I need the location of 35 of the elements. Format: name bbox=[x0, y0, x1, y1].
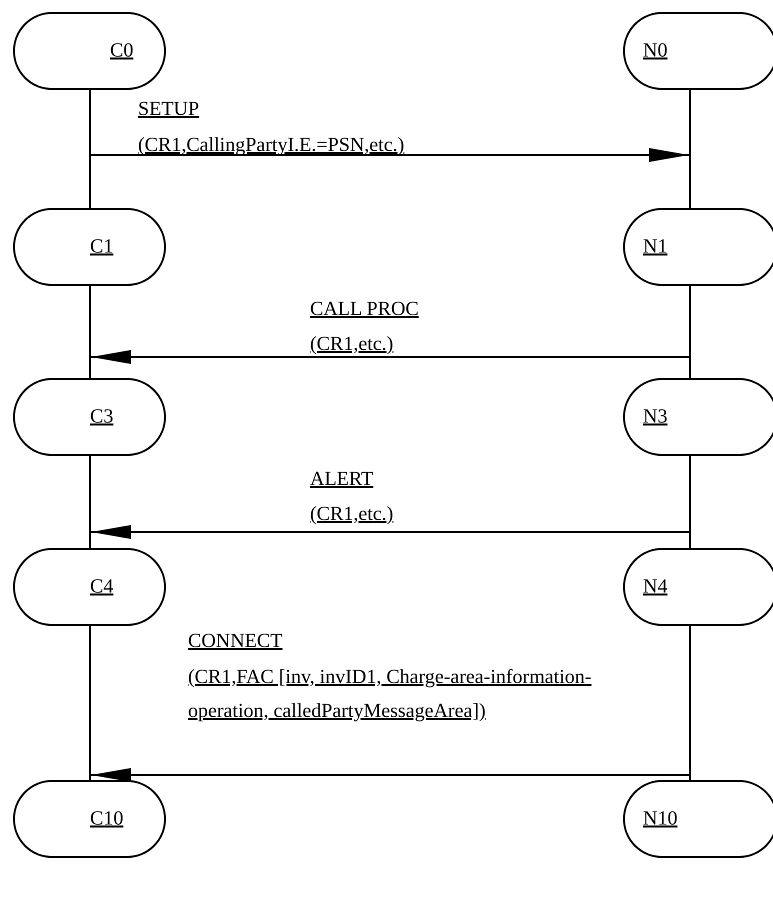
message-arrow bbox=[91, 148, 689, 162]
message-arrow bbox=[91, 768, 689, 782]
message-arrow bbox=[91, 525, 689, 539]
lifeline bbox=[89, 626, 91, 780]
message-label: (CR1,etc.) bbox=[310, 502, 394, 527]
state-box bbox=[623, 12, 773, 90]
state-box bbox=[623, 208, 773, 286]
message-arrow bbox=[91, 350, 689, 364]
lifeline bbox=[689, 456, 691, 548]
message-label: SETUP bbox=[138, 97, 200, 122]
lifeline bbox=[689, 626, 691, 780]
state-label: N0 bbox=[643, 40, 668, 62]
message-label: CALL PROC bbox=[310, 297, 419, 322]
message-label: (CR1,etc.) bbox=[310, 332, 394, 357]
state-label: C4 bbox=[90, 576, 114, 598]
state-box bbox=[623, 378, 773, 456]
state-label: N1 bbox=[643, 236, 668, 258]
lifeline bbox=[89, 286, 91, 378]
state-label: C1 bbox=[90, 236, 114, 258]
message-label: ALERT bbox=[310, 467, 374, 492]
state-box bbox=[623, 780, 773, 858]
lifeline bbox=[689, 286, 691, 378]
state-label: N10 bbox=[643, 808, 678, 830]
message-label: (CR1,FAC [inv, invID1, Charge-area-information-operation, calledPartyMessageArea]) bbox=[188, 665, 592, 724]
state-label: C10 bbox=[90, 808, 124, 830]
message-label: CONNECT bbox=[188, 629, 282, 654]
lifeline bbox=[689, 90, 691, 208]
state-label: C0 bbox=[110, 40, 134, 62]
message-label: (CR1,CallingPartyI.E.=PSN,etc.) bbox=[138, 133, 404, 158]
lifeline bbox=[89, 456, 91, 548]
state-label: N4 bbox=[643, 576, 668, 598]
state-label: N3 bbox=[643, 406, 668, 428]
state-label: C3 bbox=[90, 406, 114, 428]
lifeline bbox=[89, 90, 91, 208]
state-box bbox=[623, 548, 773, 626]
